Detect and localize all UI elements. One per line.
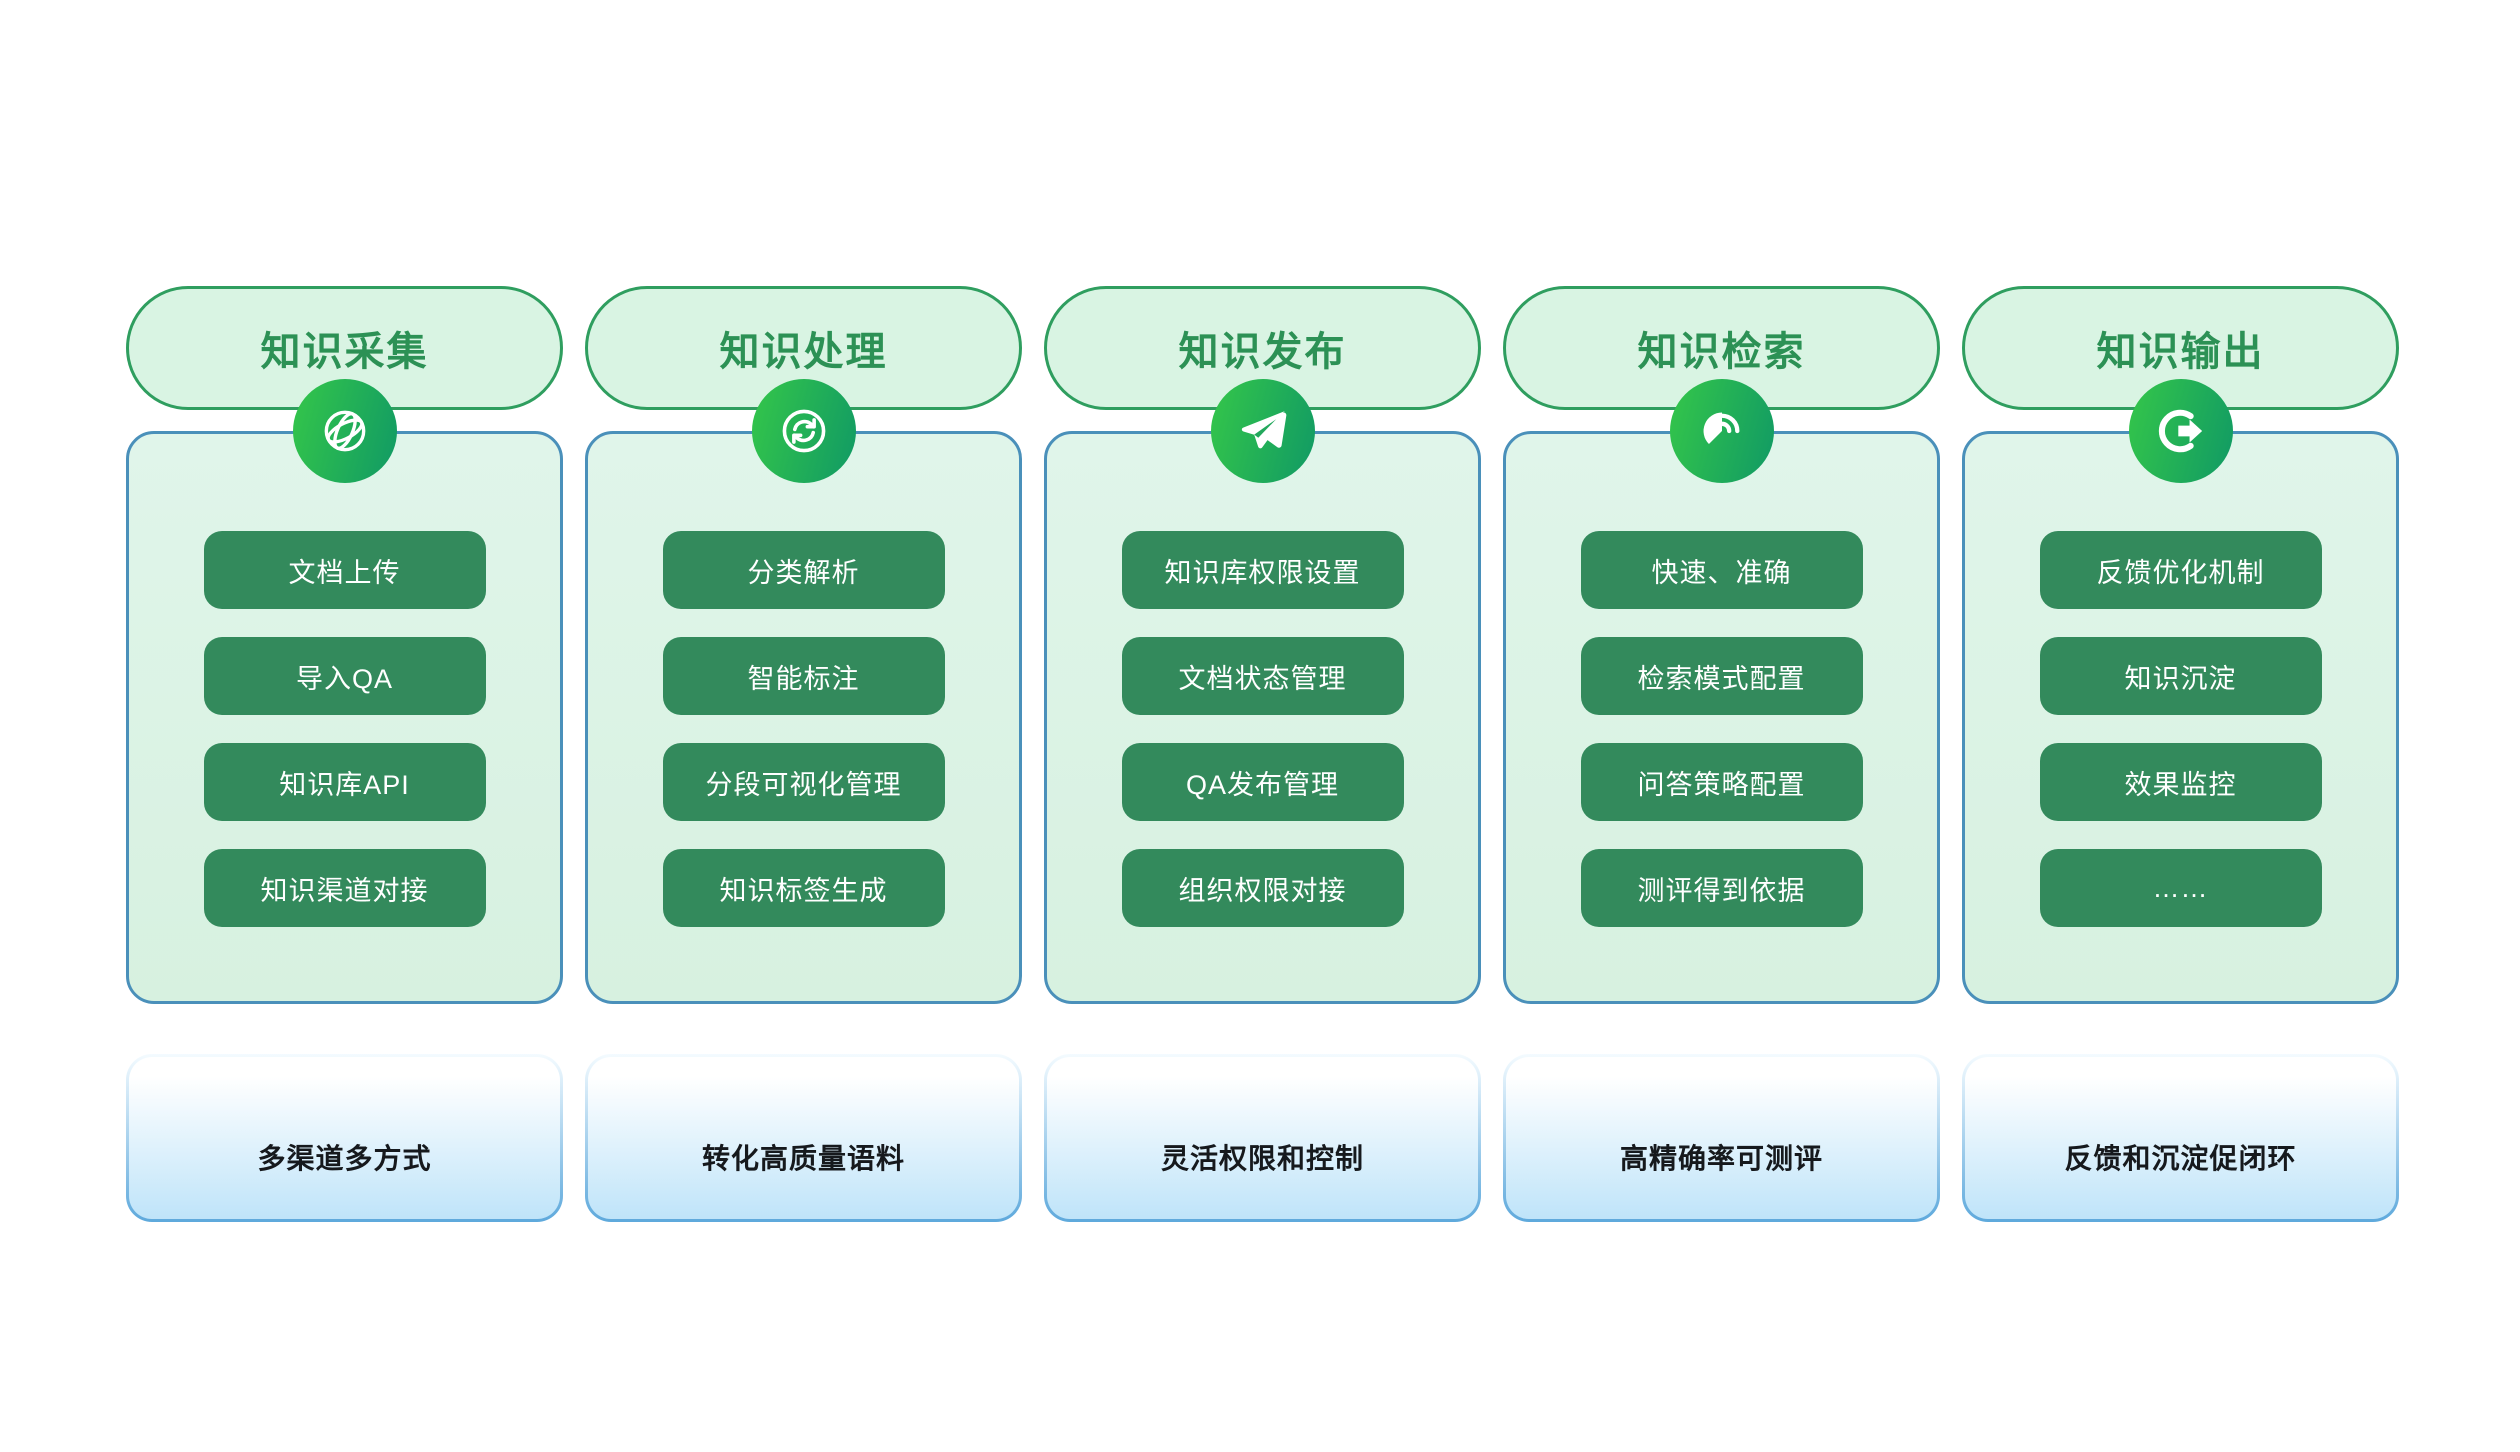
feature-item: 分段可视化管理 — [662, 743, 945, 821]
feature-item: 知识标签生成 — [662, 849, 945, 927]
column-header-pill: 知识输出 — [1962, 286, 2399, 410]
feature-item: 知识渠道对接 — [203, 849, 486, 927]
feature-item: 知识库API — [203, 743, 486, 821]
feature-item: 效果监控 — [2039, 743, 2322, 821]
feature-item: 检索模式配置 — [1580, 637, 1863, 715]
feature-item: 文档上传 — [203, 531, 486, 609]
column-knowledge-collection: 知识采集 文档上传 导入QA 知识库API 知识渠道对接 多渠道多方式 — [126, 286, 563, 1222]
paper-plane-icon — [1210, 379, 1315, 483]
export-arrow-icon — [2128, 379, 2233, 483]
feature-card: 文档上传 导入QA 知识库API 知识渠道对接 — [126, 431, 563, 1004]
column-title: 知识输出 — [2096, 330, 2265, 374]
feature-item: QA发布管理 — [1121, 743, 1404, 821]
summary-card: 高精确率可测评 — [1503, 1054, 1940, 1222]
column-title: 知识检索 — [1637, 330, 1806, 374]
feature-item: 问答策略配置 — [1580, 743, 1863, 821]
feature-card: 快速、准确 检索模式配置 问答策略配置 测评得到依据 — [1503, 431, 1940, 1004]
feature-item: …… — [2039, 849, 2322, 927]
feature-item: 导入QA — [203, 637, 486, 715]
column-knowledge-publishing: 知识发布 知识库权限设置 文档状态管理 QA发布管理 组织权限对接 灵活权限和控… — [1044, 286, 1481, 1222]
summary-text: 反馈和沉淀促闭环 — [2064, 1143, 2297, 1174]
summary-text: 多渠道多方式 — [257, 1143, 432, 1174]
column-knowledge-output: 知识输出 反馈优化机制 知识沉淀 效果监控 …… 反馈和沉淀促闭环 — [1962, 286, 2399, 1222]
summary-text: 高精确率可测评 — [1619, 1143, 1823, 1174]
column-knowledge-processing: 知识处理 分类解析 智能标注 分段可视化管理 知识标签生成 转化高质量语料 — [585, 286, 1022, 1222]
sync-icon — [751, 379, 856, 483]
feature-card: 知识库权限设置 文档状态管理 QA发布管理 组织权限对接 — [1044, 431, 1481, 1004]
column-knowledge-retrieval: 知识检索 快速、准确 检索模式配置 问答策略配置 测评得到依据 高精确率可测评 — [1503, 286, 1940, 1222]
feature-card: 反馈优化机制 知识沉淀 效果监控 …… — [1962, 431, 2399, 1004]
column-header-pill: 知识检索 — [1503, 286, 1940, 410]
summary-text: 转化高质量语料 — [701, 1143, 905, 1174]
globe-network-icon — [292, 379, 397, 483]
feature-item: 测评得到依据 — [1580, 849, 1863, 927]
feature-item: 分类解析 — [662, 531, 945, 609]
summary-card: 转化高质量语料 — [585, 1054, 1022, 1222]
summary-card: 多渠道多方式 — [126, 1054, 563, 1222]
knowledge-platform-diagram: 知识采集 文档上传 导入QA 知识库API 知识渠道对接 多渠道多方式 知识处理 — [126, 286, 2399, 1222]
feature-item: 知识库权限设置 — [1121, 531, 1404, 609]
feature-item: 组织权限对接 — [1121, 849, 1404, 927]
feature-item: 反馈优化机制 — [2039, 531, 2322, 609]
radar-icon — [1669, 379, 1774, 483]
summary-card: 灵活权限和控制 — [1044, 1054, 1481, 1222]
feature-item: 文档状态管理 — [1121, 637, 1404, 715]
feature-card: 分类解析 智能标注 分段可视化管理 知识标签生成 — [585, 431, 1022, 1004]
summary-card: 反馈和沉淀促闭环 — [1962, 1054, 2399, 1222]
summary-text: 灵活权限和控制 — [1160, 1143, 1364, 1174]
feature-item: 快速、准确 — [1580, 531, 1863, 609]
feature-item: 智能标注 — [662, 637, 945, 715]
column-title: 知识采集 — [260, 330, 429, 374]
column-title: 知识处理 — [719, 330, 888, 374]
column-title: 知识发布 — [1178, 330, 1347, 374]
feature-item: 知识沉淀 — [2039, 637, 2322, 715]
